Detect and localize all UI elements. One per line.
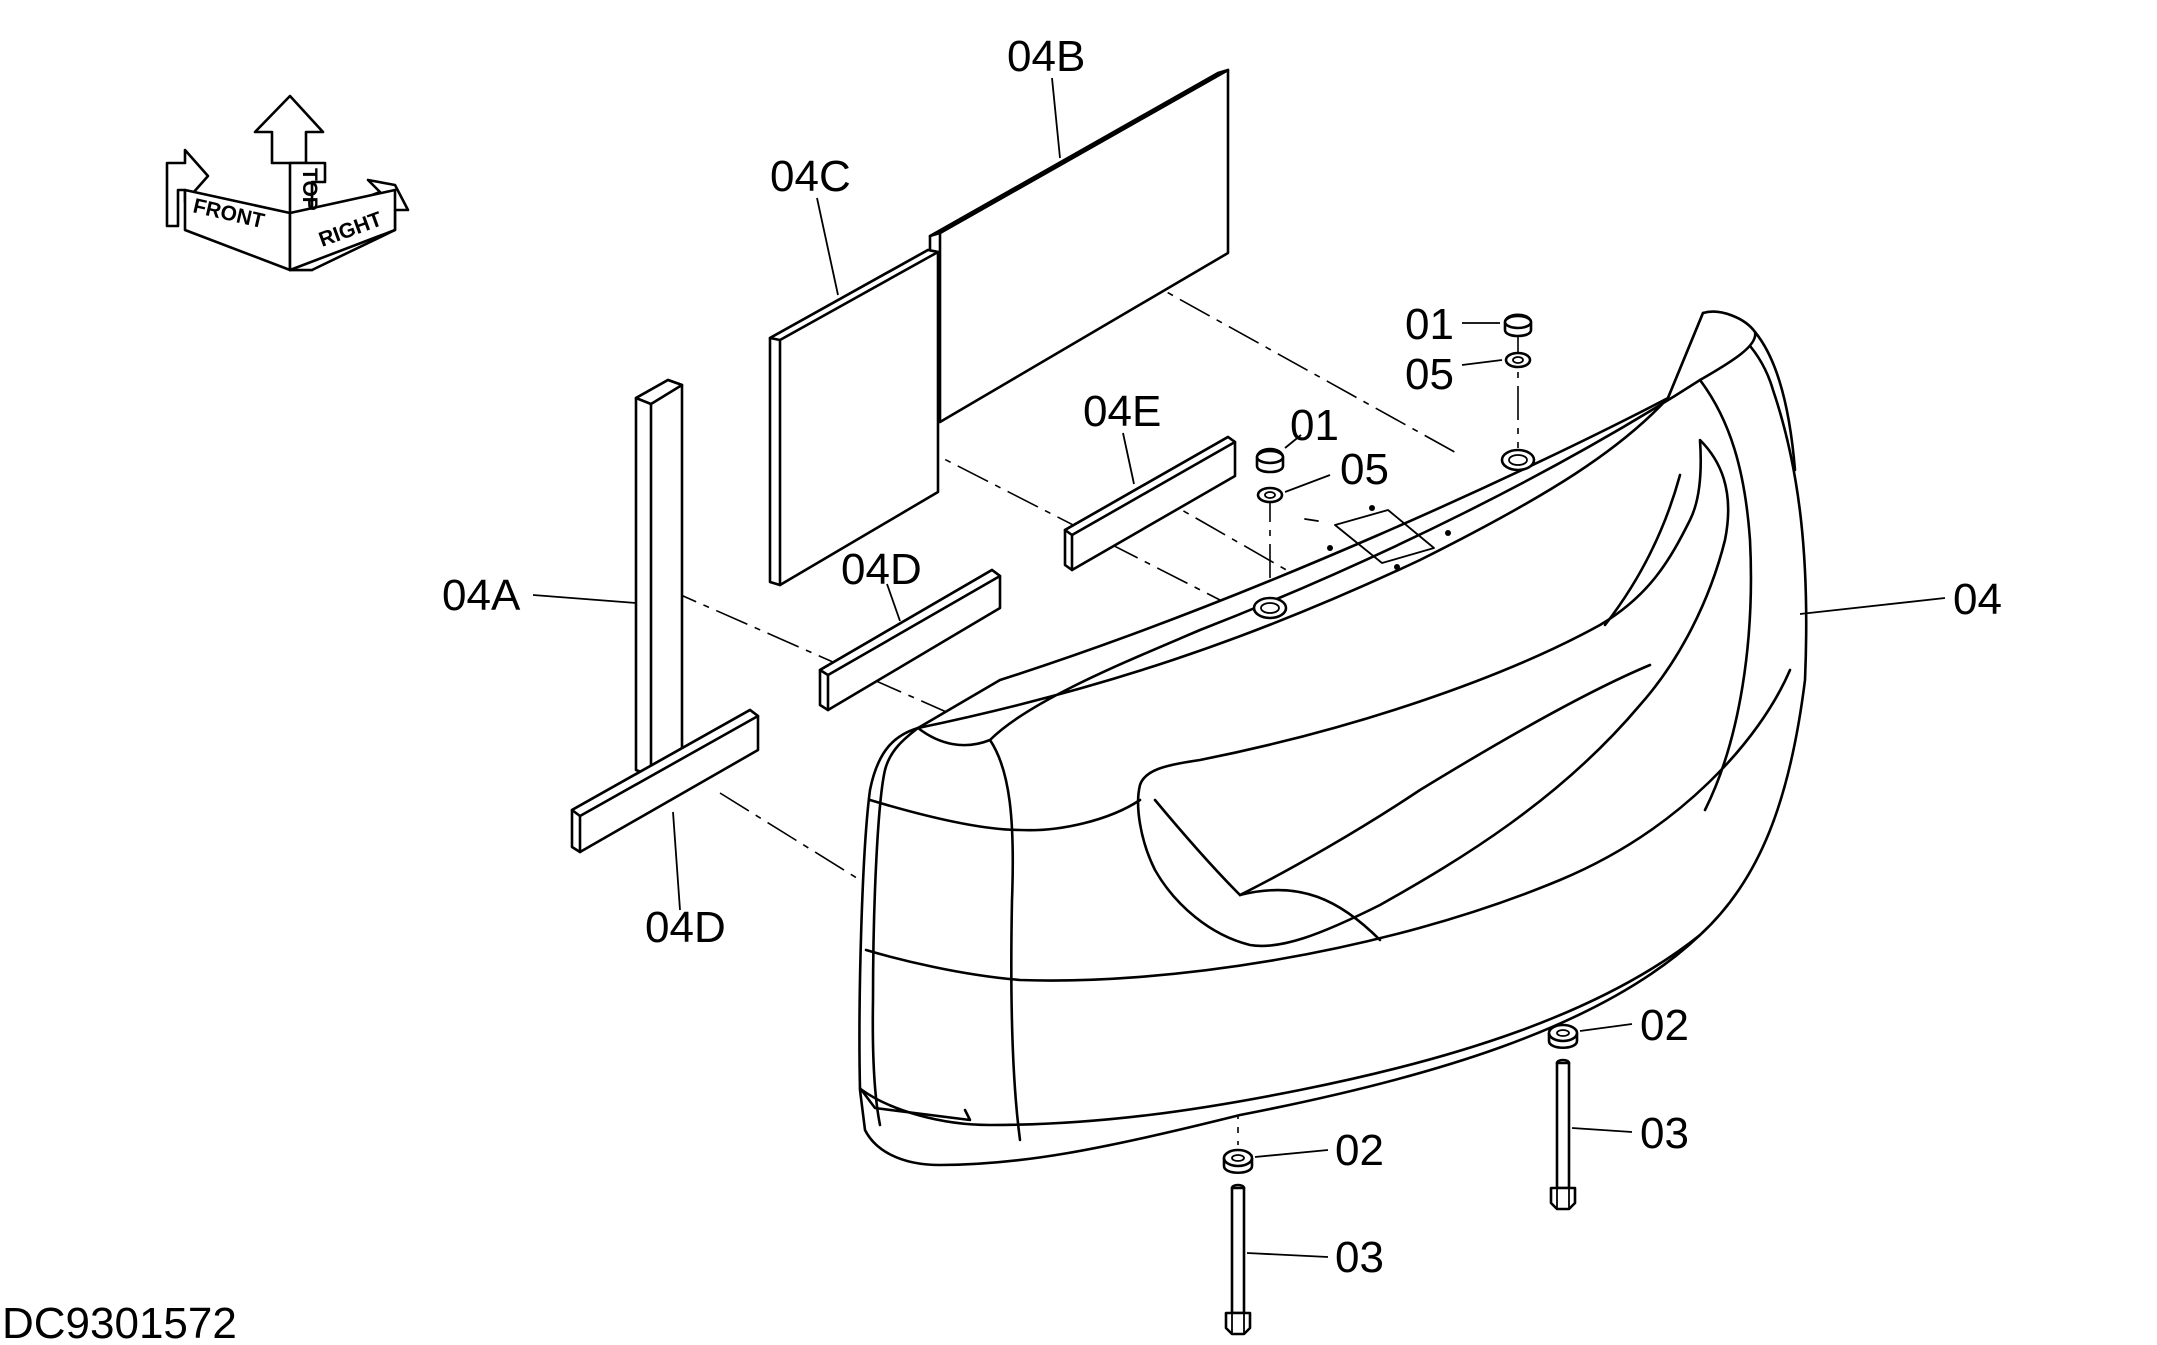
label-02-center: 02 xyxy=(1335,1126,1384,1175)
orientation-top-label: TOP xyxy=(298,168,321,211)
label-04a: 04A xyxy=(442,571,521,620)
label-05-center: 05 xyxy=(1340,445,1389,494)
label-01-center: 01 xyxy=(1290,401,1339,450)
plate-04e xyxy=(1063,435,1237,572)
cap-right-icon xyxy=(1503,313,1533,338)
label-04d-upper: 04D xyxy=(841,545,922,594)
counterweight-top-face xyxy=(916,310,1757,747)
lifting-slot xyxy=(1334,509,1435,564)
orientation-indicator-icon: FRONT TOP RIGHT xyxy=(165,94,410,272)
bolt-right-icon xyxy=(1549,1058,1577,1211)
label-04c: 04C xyxy=(770,152,851,201)
plate-04b xyxy=(928,68,1230,424)
label-03-center: 03 xyxy=(1335,1233,1384,1282)
plate-04c xyxy=(768,248,940,587)
label-04d-lower: 04D xyxy=(645,903,726,952)
counterweight xyxy=(858,310,1808,1167)
washer-bottom-right-icon xyxy=(1547,1023,1579,1050)
label-01-right: 01 xyxy=(1405,300,1454,349)
label-04e: 04E xyxy=(1083,387,1161,436)
label-04b: 04B xyxy=(1007,32,1085,81)
plate-04d-upper xyxy=(818,568,1002,712)
label-03-right: 03 xyxy=(1640,1109,1689,1158)
leader-lines xyxy=(532,77,1946,1258)
drawing-id: DC9301572 xyxy=(2,1299,237,1345)
callout-labels: 04B 04C 04E 04D 04A 04D 04 01 05 01 05 0… xyxy=(442,32,2002,1282)
bolt-center-icon xyxy=(1224,1183,1252,1336)
washer-top-center-icon xyxy=(1256,486,1284,504)
cap-center-icon xyxy=(1255,447,1285,474)
washer-top-right-icon xyxy=(1504,351,1532,369)
plate-04d-lower xyxy=(570,708,760,854)
plate-04a xyxy=(634,378,684,778)
washer-bottom-center-icon xyxy=(1222,1148,1254,1175)
label-04: 04 xyxy=(1953,575,2002,624)
label-02-right: 02 xyxy=(1640,1001,1689,1050)
label-05-right: 05 xyxy=(1405,350,1454,399)
